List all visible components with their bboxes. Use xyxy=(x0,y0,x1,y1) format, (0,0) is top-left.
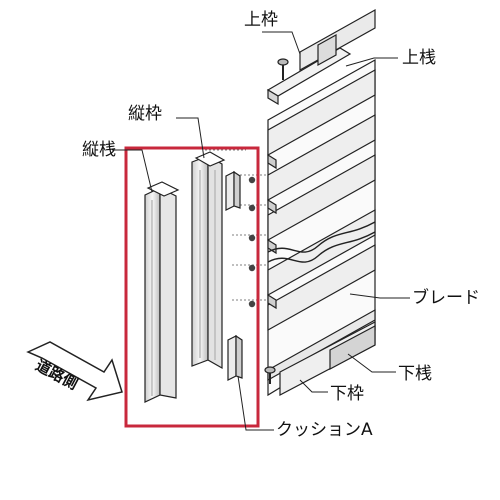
highlight-box xyxy=(124,146,260,428)
label-blade: ブレード xyxy=(412,288,480,308)
break-lines xyxy=(267,221,376,263)
label-top-frame: 上枠 xyxy=(244,10,278,30)
label-top-rail: 上桟 xyxy=(402,48,436,68)
blade-panel xyxy=(267,58,376,397)
leader-lines xyxy=(112,31,410,431)
label-vertical-frame: 縦枠 xyxy=(128,104,162,124)
road-side-arrow xyxy=(26,341,123,402)
cushion-pieces xyxy=(225,170,243,381)
label-bottom-rail: 下桟 xyxy=(398,364,432,384)
label-bottom-frame: 下枠 xyxy=(330,384,364,404)
vertical-frame xyxy=(191,151,226,370)
top-frame xyxy=(266,8,376,106)
label-vertical-rail: 縦桟 xyxy=(82,140,116,160)
vertical-rail xyxy=(144,181,180,403)
bottom-frame xyxy=(264,308,376,396)
label-cushion: クッションA xyxy=(276,420,373,440)
screws xyxy=(248,176,256,308)
